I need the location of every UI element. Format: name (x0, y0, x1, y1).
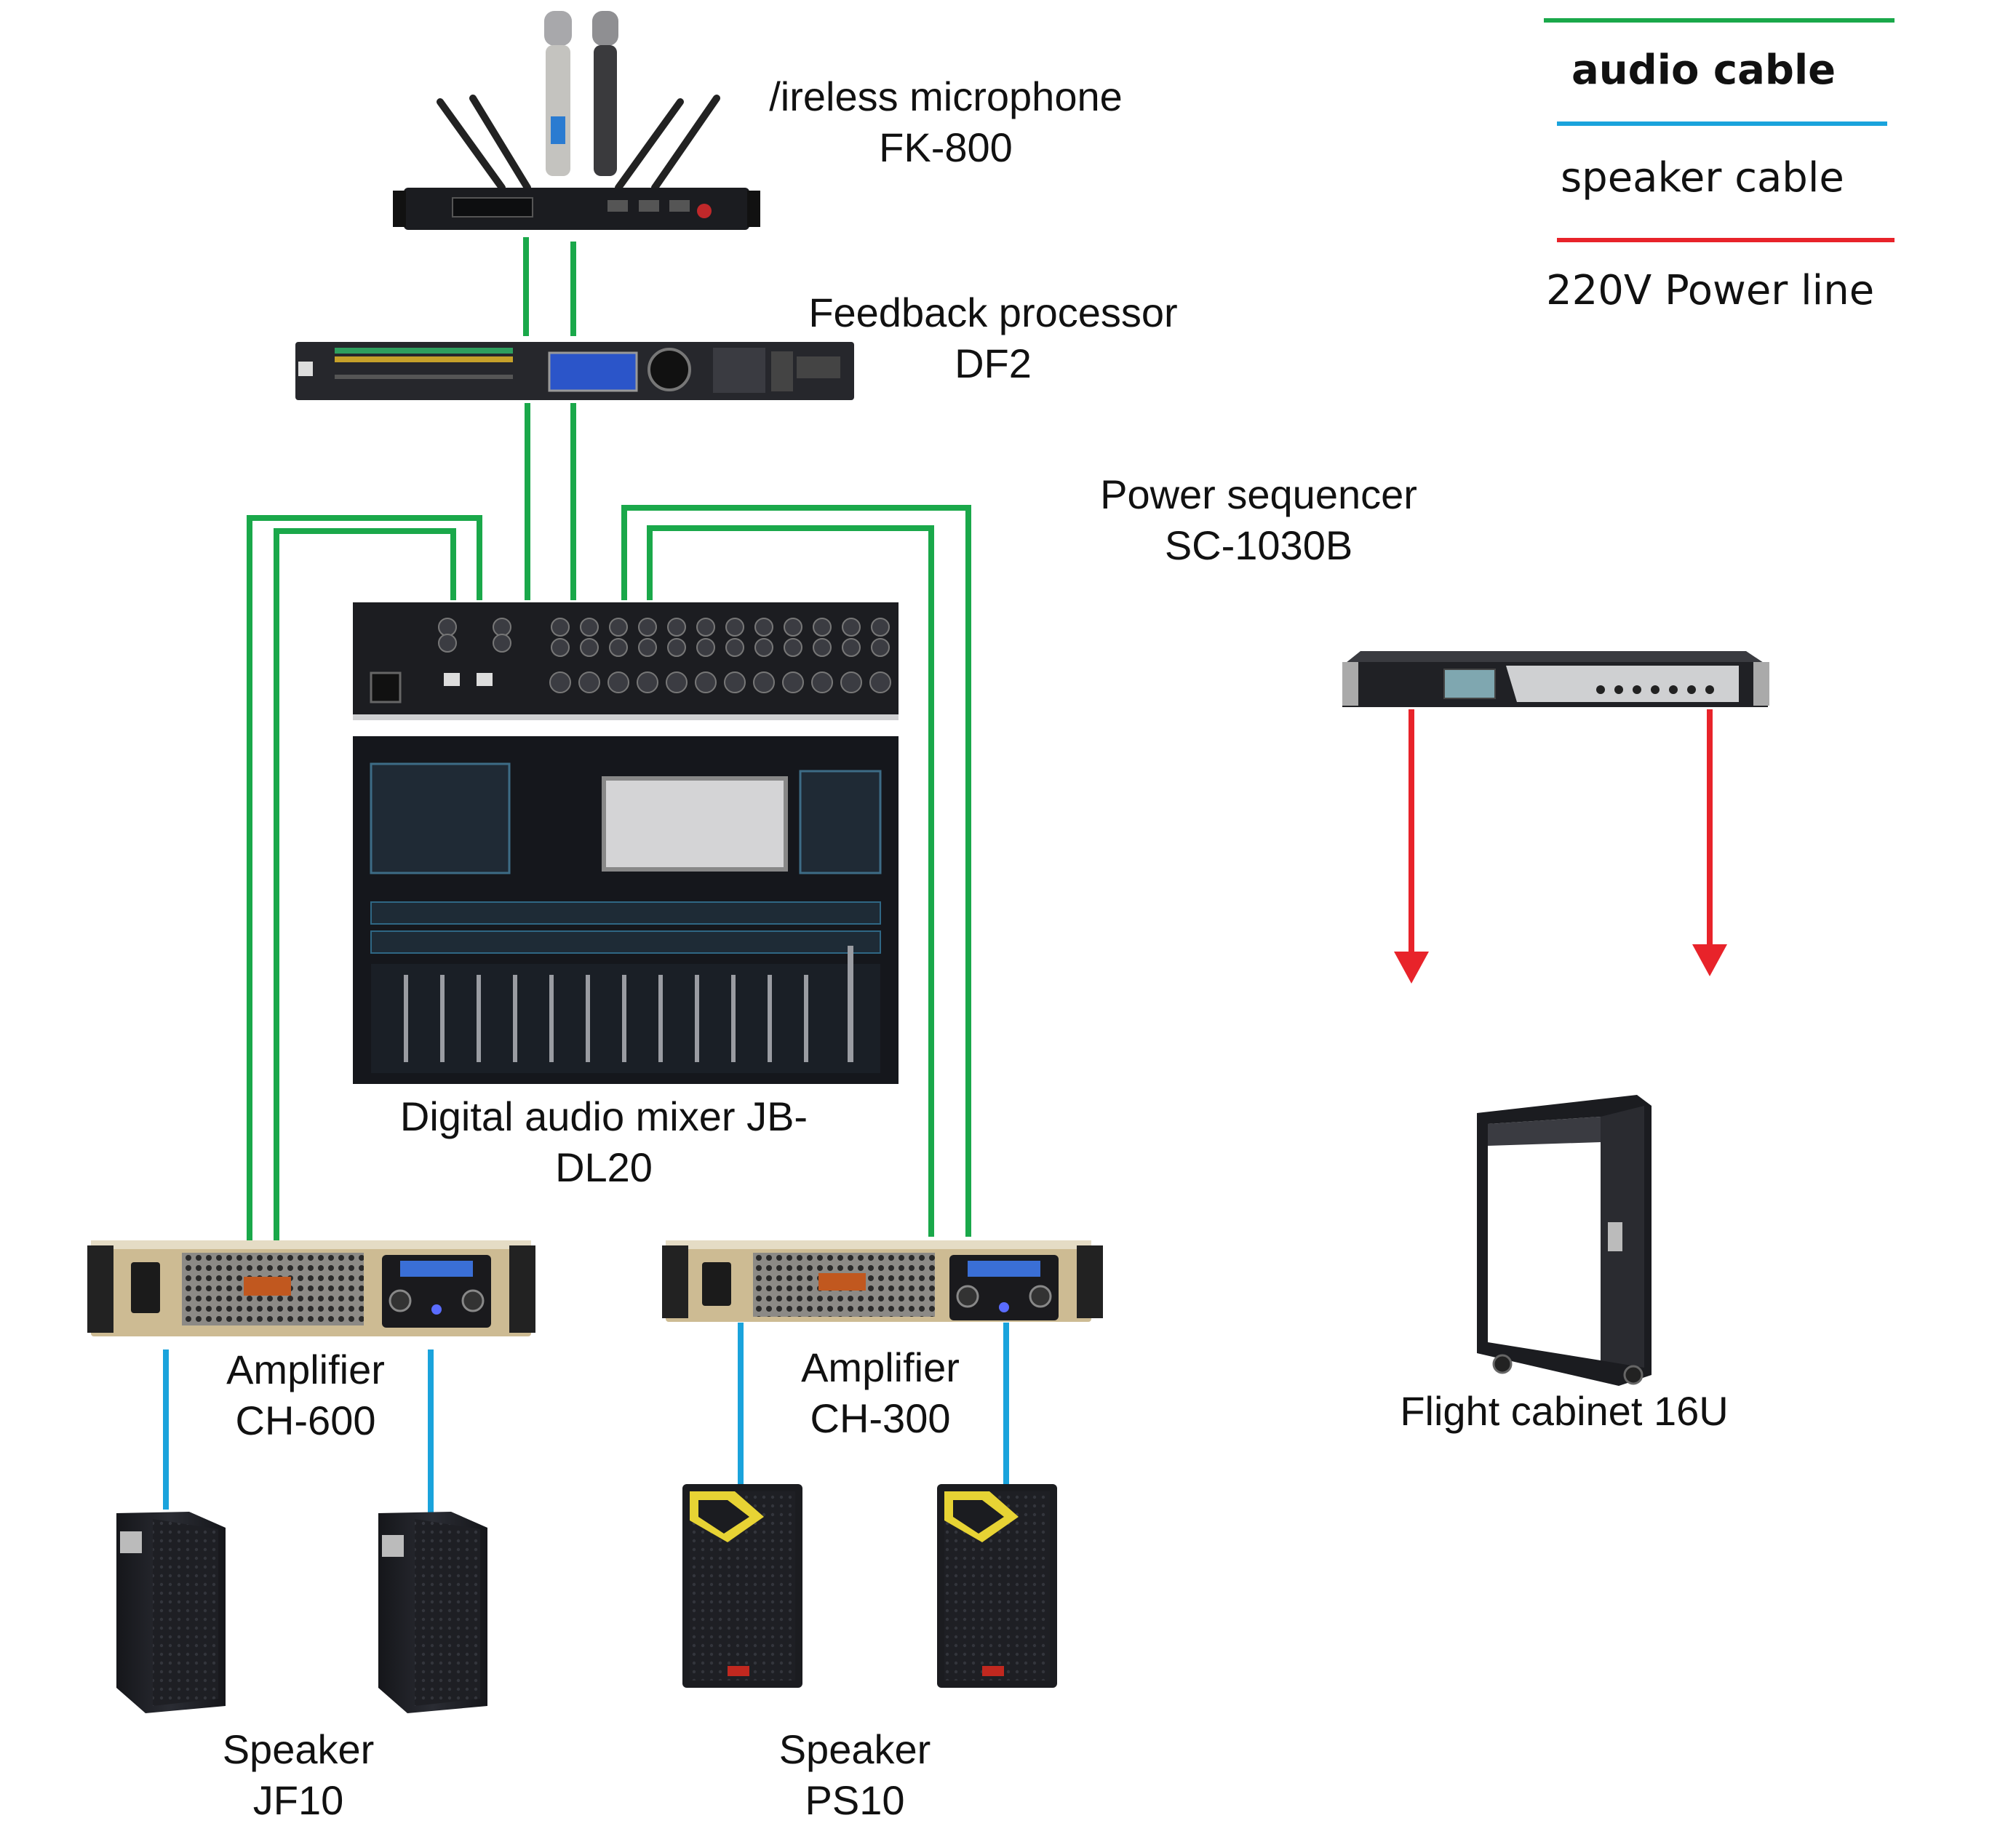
power-arrow-1 (1394, 952, 1429, 984)
amp-right-model: CH-300 (810, 1395, 951, 1441)
processor-name: Feedback processor (808, 290, 1178, 335)
microphone-name: /ireless microphone (769, 73, 1123, 119)
amp-left-label: Amplifier CH-600 (189, 1344, 422, 1446)
sequencer-name: Power sequencer (1100, 471, 1417, 517)
mixer-label: Digital audio mixer JB- DL20 (378, 1091, 829, 1193)
digital-mixer-icon (353, 602, 899, 1084)
amp-left-name: Amplifier (226, 1347, 385, 1392)
legend-audio-label: audio cable (1571, 47, 1836, 94)
speakers-left-model: JF10 (252, 1777, 344, 1823)
audio-cable-mixer-to-amp-left-1 (247, 515, 482, 1240)
speaker-left-2-icon (378, 1512, 487, 1713)
power-lines (1394, 709, 1727, 984)
amp-left-model: CH-600 (235, 1398, 376, 1443)
flight-cabinet-icon (1477, 1095, 1652, 1386)
legend (1544, 18, 1895, 242)
cabinet-label: Flight cabinet 16U (1368, 1386, 1761, 1437)
microphone-label: /ireless microphone FK-800 (742, 71, 1150, 173)
power-sequencer-icon (1342, 651, 1769, 707)
audio-cable-mixer-to-amp-right-2 (647, 525, 934, 1237)
speakers-right-name: Speaker (778, 1726, 931, 1772)
sequencer-model: SC-1030B (1164, 522, 1353, 568)
audio-cable-mixer-to-amp-right-1 (621, 505, 971, 1237)
amplifier-left-icon (87, 1240, 535, 1336)
mixer-model: DL20 (555, 1144, 653, 1190)
speakers-left-label: Speaker JF10 (182, 1724, 415, 1826)
microphone-model: FK-800 (879, 124, 1013, 170)
legend-speaker-label: speaker cable (1561, 154, 1844, 202)
wireless-microphone-receiver-icon (393, 11, 760, 230)
speakers-right-model: PS10 (805, 1777, 905, 1823)
speaker-left-1-icon (116, 1512, 226, 1713)
speaker-right-1-icon (682, 1484, 802, 1688)
cabinet-name: Flight cabinet 16U (1400, 1388, 1729, 1434)
legend-power-label: 220V Power line (1546, 267, 1875, 314)
amp-right-name: Amplifier (801, 1344, 960, 1390)
speakers-left-name: Speaker (222, 1726, 375, 1772)
sequencer-label: Power sequencer SC-1030B (1077, 469, 1441, 571)
amp-right-label: Amplifier CH-300 (764, 1342, 997, 1444)
speakers-right-label: Speaker PS10 (738, 1724, 971, 1826)
processor-model: DF2 (955, 340, 1032, 386)
audio-cables (247, 237, 971, 1240)
amplifier-right-icon (662, 1240, 1103, 1322)
speaker-right-2-icon (937, 1484, 1057, 1688)
processor-label: Feedback processor DF2 (786, 287, 1200, 389)
mixer-name: Digital audio mixer JB- (399, 1093, 808, 1139)
feedback-processor-icon (295, 342, 854, 400)
speaker-cables (163, 1323, 1009, 1517)
audio-cable-mixer-to-amp-left-2 (274, 528, 456, 1240)
power-arrow-2 (1692, 944, 1727, 976)
